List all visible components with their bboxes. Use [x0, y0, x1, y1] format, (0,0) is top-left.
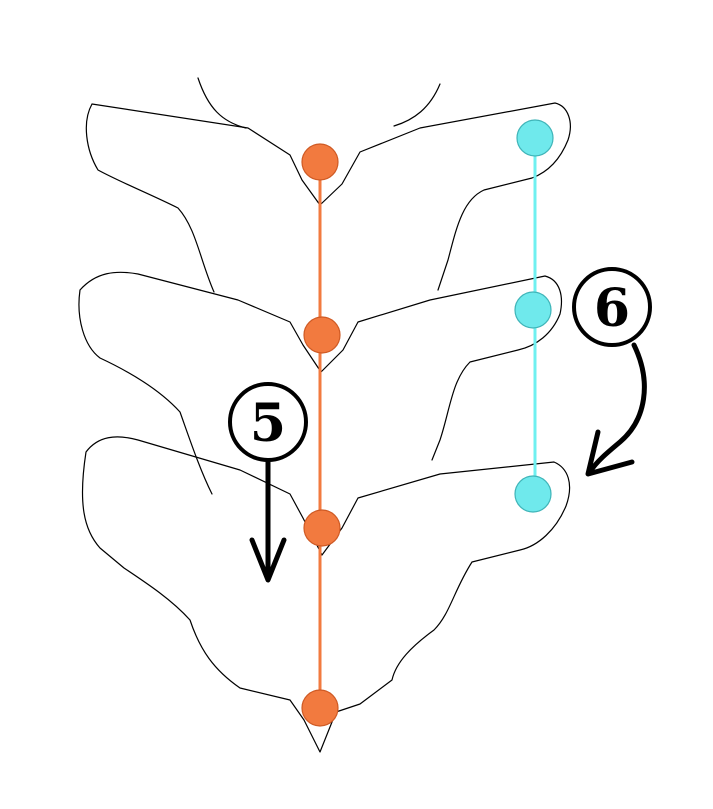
vertebra-2-outline: [78, 271, 563, 495]
callout-5: 5: [228, 382, 308, 462]
callout-5-label: 5: [250, 393, 286, 454]
orange-dot-4: [301, 689, 339, 727]
vertebra-1-outline: [85, 102, 571, 293]
vertebra-3-outline: [81, 436, 571, 753]
top-neck-curve-left: [197, 77, 247, 129]
top-neck-curve-right: [393, 83, 441, 127]
arrow-down-icon: [249, 459, 287, 583]
orange-dot-1: [301, 143, 339, 181]
orange-dot-2: [303, 316, 341, 354]
callout-6-circle: [572, 267, 652, 347]
callout-6: 6: [572, 267, 652, 347]
callout-6-label: 6: [594, 278, 630, 339]
cyan-dot-1: [516, 119, 554, 157]
curved-arrow-icon: [585, 342, 647, 477]
cyan-dot-2: [514, 291, 552, 329]
cyan-dot-3: [514, 475, 552, 513]
orange-dot-3: [303, 509, 341, 547]
